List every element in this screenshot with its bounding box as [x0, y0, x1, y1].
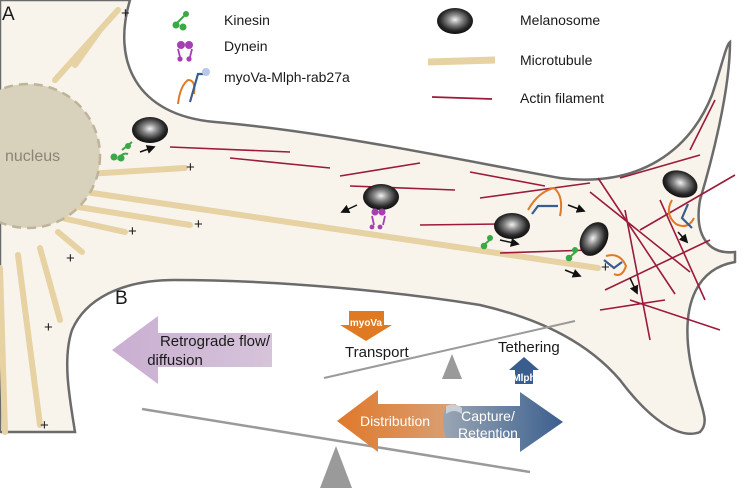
mlph-badge: Mlph: [512, 373, 535, 384]
legend-melanosome-icon: [437, 8, 473, 34]
legend-kinesin-icon: [172, 11, 189, 31]
nucleus-label: nucleus: [5, 148, 60, 165]
panel-b: Retrograde flow/ diffusion myoVa Transpo…: [112, 311, 576, 488]
capture-retention-arrow: [443, 392, 563, 452]
retrograde-label-line1: Retrograde flow/: [160, 333, 271, 350]
upper-seesaw-beam: [323, 320, 576, 379]
legend-complex-label: myoVa-Mlph-rab27a: [224, 69, 350, 85]
plus-sign: +: [601, 259, 610, 276]
legend-complex-icon: [177, 68, 210, 105]
lower-seesaw-beam: [141, 407, 531, 474]
microtubules: [0, 7, 601, 435]
distribution-arrow: [337, 390, 456, 452]
panel-label-b: B: [115, 288, 128, 309]
legend-microtubule-swatch: [427, 56, 496, 66]
plus-end-markers: + + + + + + + +: [40, 5, 610, 434]
legend-actin-label: Actin filament: [520, 90, 604, 106]
retrograde-label-line2: diffusion: [147, 352, 203, 369]
legend: Kinesin Dynein myoVa-Mlph-rab27a Melanos…: [172, 8, 604, 106]
plus-sign: +: [186, 159, 195, 176]
myova-arrow: [340, 311, 392, 341]
cell: + + + + + + + + nucleus: [0, 0, 737, 435]
legend-microtubule-label: Microtubule: [520, 52, 593, 68]
retrograde-flow-arrow: [112, 316, 272, 384]
actin-filaments: [169, 99, 736, 341]
mlph-arrow: [509, 357, 539, 384]
panel-label-a: A: [2, 4, 15, 25]
capture-label-line1: Capture/: [461, 408, 515, 424]
plus-sign: +: [44, 319, 53, 336]
melanosome-kinesin-1: [110, 117, 168, 162]
legend-kinesin-label: Kinesin: [224, 12, 270, 28]
plus-sign: +: [66, 250, 75, 267]
capture-label-line2: Retention: [458, 425, 518, 441]
cell-body: [0, 0, 737, 435]
plus-sign: +: [40, 417, 49, 434]
melanosome-dynein: [340, 184, 399, 230]
legend-dynein-label: Dynein: [224, 38, 268, 54]
legend-melanosome-label: Melanosome: [520, 12, 600, 28]
lower-seesaw-fulcrum: [320, 446, 352, 488]
melanosome-complex-2: [564, 216, 639, 295]
legend-actin-swatch: [431, 96, 493, 100]
distribution-label: Distribution: [360, 413, 430, 429]
legend-dynein-icon: [177, 41, 193, 62]
nucleus: [0, 82, 102, 230]
tethering-label: Tethering: [498, 339, 560, 356]
myova-badge: myoVa: [350, 318, 383, 329]
melanosome-complex-3: [658, 165, 702, 244]
transport-label: Transport: [345, 344, 409, 361]
melanosome-complex-1: [480, 186, 586, 250]
plus-sign: +: [194, 216, 203, 233]
plus-sign: +: [121, 5, 130, 22]
upper-seesaw-fulcrum: [442, 354, 462, 379]
plus-sign: +: [128, 223, 137, 240]
